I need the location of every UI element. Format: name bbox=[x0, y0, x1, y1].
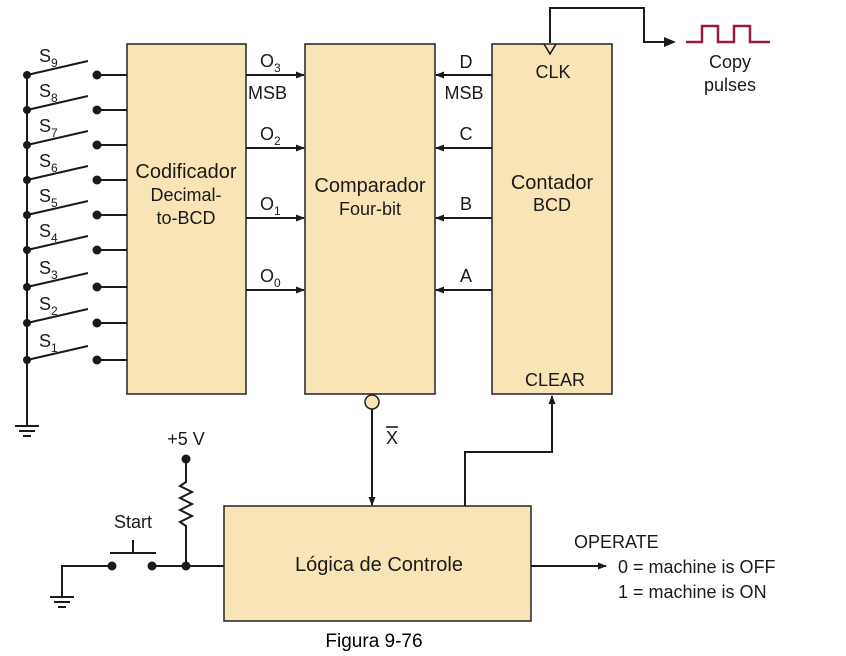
label-o0: O0 bbox=[260, 266, 281, 290]
label-o1: O1 bbox=[260, 194, 281, 218]
switch-label: S8 bbox=[39, 81, 58, 105]
switch-blade bbox=[26, 272, 89, 288]
encoder-line2: to-BCD bbox=[156, 208, 215, 228]
switch-s4[interactable]: S4 bbox=[23, 221, 127, 255]
clear-line bbox=[464, 395, 556, 506]
switch-blade bbox=[26, 95, 89, 111]
switch-blade bbox=[26, 130, 89, 146]
switch-blade bbox=[26, 345, 89, 361]
switch-contact bbox=[92, 210, 102, 220]
clk-trigger-icon bbox=[543, 43, 557, 56]
operate-title: OPERATE bbox=[574, 532, 659, 552]
switch-contact bbox=[92, 355, 102, 365]
label-b: B bbox=[460, 194, 472, 214]
start-label: Start bbox=[114, 512, 152, 532]
switch-contact bbox=[92, 105, 102, 115]
switch-label: S7 bbox=[39, 116, 58, 140]
ground-icon-left bbox=[15, 425, 39, 437]
clk-label: CLK bbox=[535, 62, 570, 82]
start-ground-wire bbox=[61, 565, 108, 597]
switch-contact bbox=[92, 245, 102, 255]
switch-blade bbox=[26, 308, 89, 324]
supply-label: +5 V bbox=[167, 429, 205, 449]
switch-s6[interactable]: S6 bbox=[23, 151, 127, 185]
clear-label: CLEAR bbox=[525, 370, 585, 390]
switch-label: S2 bbox=[39, 294, 58, 318]
msb-left-label: MSB bbox=[248, 83, 287, 103]
switch-s3[interactable]: S3 bbox=[23, 258, 127, 292]
switch-label: S5 bbox=[39, 186, 58, 210]
label-o2: O2 bbox=[260, 124, 281, 148]
label-o3: O3 bbox=[260, 51, 281, 75]
switch-blade bbox=[26, 235, 89, 251]
pulse-train-icon bbox=[686, 24, 770, 44]
copy-label: Copy bbox=[709, 52, 751, 72]
encoder-line1: Decimal- bbox=[150, 185, 221, 205]
encoder-block bbox=[126, 43, 247, 395]
switch-s5[interactable]: S5 bbox=[23, 186, 127, 220]
operate-off: 0 = machine is OFF bbox=[618, 557, 776, 577]
msb-right-label: MSB bbox=[444, 83, 483, 103]
switch-blade bbox=[26, 165, 89, 181]
label-a: A bbox=[460, 266, 472, 286]
switch-s8[interactable]: S8 bbox=[23, 81, 127, 115]
switch-label: S9 bbox=[39, 46, 58, 70]
switch-contact bbox=[92, 175, 102, 185]
switch-contact bbox=[92, 282, 102, 292]
control-logic-block bbox=[223, 505, 532, 622]
label-d: D bbox=[460, 52, 473, 72]
switch-s2[interactable]: S2 bbox=[23, 294, 127, 328]
pulses-label: pulses bbox=[704, 75, 756, 95]
inverter-bubble-icon bbox=[364, 394, 380, 410]
comparator-block bbox=[304, 43, 436, 395]
ground-icon-start bbox=[50, 596, 74, 608]
encoder-outputs bbox=[246, 71, 305, 294]
figure-caption: Figura 9-76 bbox=[325, 631, 422, 652]
switch-label: S1 bbox=[39, 331, 58, 355]
switch-label: S6 bbox=[39, 151, 58, 175]
switch-label: S3 bbox=[39, 258, 58, 282]
comparator-title: Comparador bbox=[314, 175, 426, 197]
clk-wire bbox=[549, 7, 668, 43]
counter-subtitle: BCD bbox=[533, 195, 571, 215]
switch-contact bbox=[92, 140, 102, 150]
switch-contact bbox=[92, 70, 102, 80]
counter-title: Contador bbox=[511, 172, 594, 194]
operate-on: 1 = machine is ON bbox=[618, 582, 767, 602]
counter-outputs bbox=[435, 71, 492, 294]
comparator-subtitle: Four-bit bbox=[339, 199, 401, 219]
switch-blade bbox=[26, 200, 89, 216]
pullup-resistor bbox=[177, 463, 195, 566]
switch-label: S4 bbox=[39, 221, 58, 245]
supply-terminal bbox=[181, 454, 191, 464]
x-bar-label: X bbox=[386, 428, 398, 448]
encoder-title: Codificador bbox=[135, 161, 237, 183]
control-title: Lógica de Controle bbox=[295, 554, 463, 576]
switch-contact bbox=[92, 318, 102, 328]
switch-blade bbox=[26, 60, 89, 76]
switch-s9[interactable]: S9 bbox=[23, 46, 127, 80]
switch-s7[interactable]: S7 bbox=[23, 116, 127, 150]
counter-block bbox=[491, 43, 613, 395]
start-button[interactable] bbox=[107, 540, 157, 571]
clk-arrow-icon bbox=[664, 37, 676, 47]
label-c: C bbox=[460, 124, 473, 144]
switch-s1[interactable]: S1 bbox=[23, 331, 127, 365]
